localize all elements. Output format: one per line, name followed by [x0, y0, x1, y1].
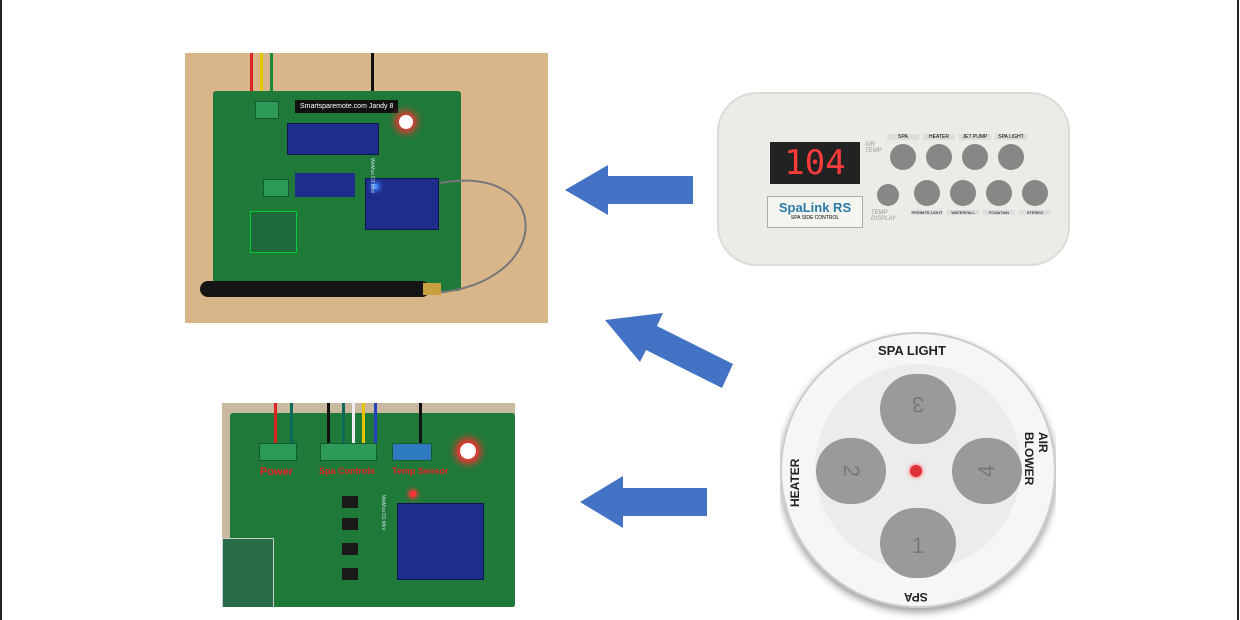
optocoupler	[342, 543, 358, 555]
top-board-photo: Smartsparemote.com Jandy 8 WeMos D1 Mini	[185, 53, 548, 323]
brand-subtitle: SPA SIDE CONTROL	[790, 215, 840, 221]
temp-display-label: TEMP DISPLAY	[871, 210, 896, 222]
arrow-left-icon	[580, 476, 707, 528]
round-remote-photo: SPA LIGHT AIR BLOWER SPA HEATER 3 4 1 2	[780, 332, 1056, 620]
optocoupler	[342, 568, 358, 580]
waterfall-button-group: WATERFALL	[947, 180, 979, 215]
button-4[interactable]: 4	[952, 438, 1022, 504]
button-3[interactable]: 3	[880, 374, 956, 444]
terminal-block	[263, 179, 289, 197]
heater-button-group: HEATER	[923, 134, 955, 174]
spa-light-button-group: SPA LIGHT	[995, 134, 1027, 174]
relay-module	[295, 173, 355, 197]
temp-sensor-terminal	[392, 443, 432, 461]
button-label: WATERFALL	[947, 210, 979, 215]
heater-button[interactable]	[926, 144, 952, 170]
wire	[371, 53, 374, 98]
temp-sensor-label: Temp Sensor	[392, 466, 449, 476]
button-number: 1	[911, 533, 925, 558]
perimeter-light-button[interactable]	[914, 180, 940, 206]
bottom-board-photo: Power Spa Controls Temp Sensor WeMos D1 …	[222, 403, 515, 607]
stereo-button[interactable]	[1022, 180, 1048, 206]
fountain-button-group: FOUNTAIN	[983, 180, 1015, 215]
wire	[260, 53, 263, 98]
spa-light-button[interactable]	[998, 144, 1024, 170]
arrow-diagonal-icon	[605, 313, 733, 388]
remote-led	[910, 465, 922, 477]
fountain-button[interactable]	[986, 180, 1012, 206]
power-label: Power	[260, 466, 294, 478]
jet-pump-button[interactable]	[962, 144, 988, 170]
wire	[274, 403, 277, 443]
antenna	[200, 179, 527, 297]
wire	[419, 403, 422, 443]
spa-label: SPA	[904, 590, 928, 604]
waterfall-button[interactable]	[950, 180, 976, 206]
arduino-nano	[287, 123, 379, 155]
wire	[290, 403, 293, 443]
button-label: SPA	[887, 134, 919, 140]
spa-light-label: SPA LIGHT	[878, 343, 946, 358]
button-label: HEATER	[923, 134, 955, 140]
wire	[270, 53, 273, 98]
button-label: STEREO	[1019, 210, 1051, 215]
wire	[250, 53, 253, 98]
spa-button-group: SPA	[887, 134, 919, 174]
spa-controls-label: Spa Controls	[319, 466, 376, 476]
status-led	[399, 115, 413, 129]
brand-box: SpaLink RS SPA SIDE CONTROL	[767, 196, 863, 228]
wire	[342, 403, 345, 443]
spa-button[interactable]	[890, 144, 916, 170]
stereo-button-group: STEREO	[1019, 180, 1051, 215]
button-2[interactable]: 2	[816, 438, 886, 504]
board-label: Smartsparemote.com Jandy 8	[295, 100, 399, 113]
board-silk: WeMos D1 Mini	[369, 158, 375, 194]
button-label: PERIMTR LIGHT	[911, 210, 943, 215]
spalink-panel-photo: 104 AIR TEMP TEMP DISPLAY SpaLink RS SPA…	[717, 92, 1070, 266]
wire	[327, 403, 330, 443]
power-terminal	[259, 443, 297, 461]
bottom-button-row: PERIMTR LIGHT WATERFALL FOUNTAIN STEREO	[911, 180, 1051, 215]
button-label: FOUNTAIN	[983, 210, 1015, 215]
button-number: 2	[839, 464, 864, 478]
arrow-left-icon	[565, 165, 693, 215]
left-border	[0, 0, 2, 620]
air-temp-label: AIR TEMP	[865, 142, 882, 154]
optocoupler	[342, 518, 358, 530]
button-1[interactable]: 1	[880, 508, 956, 578]
radio-module	[365, 178, 439, 230]
wire	[374, 403, 377, 443]
led-display: 104	[770, 142, 860, 184]
temp-display-button[interactable]	[877, 184, 899, 206]
wire	[352, 403, 355, 443]
power-module	[250, 211, 297, 253]
buck-converter	[222, 538, 274, 607]
button-label: JET PUMP	[959, 134, 991, 140]
button-number: 3	[911, 392, 925, 417]
heater-label: HEATER	[788, 458, 802, 507]
air-blower-label: AIR BLOWER	[1022, 432, 1050, 486]
perimeter-light-button-group: PERIMTR LIGHT	[911, 180, 943, 215]
top-button-row: SPA HEATER JET PUMP SPA LIGHT	[887, 134, 1027, 174]
wire	[362, 403, 365, 443]
button-label: SPA LIGHT	[995, 134, 1027, 140]
board-silk: WeMos D1 Mini	[380, 495, 386, 531]
jet-pump-button-group: JET PUMP	[959, 134, 991, 174]
red-led	[410, 491, 416, 497]
blue-led	[373, 184, 378, 189]
right-border	[1237, 0, 1239, 620]
spa-controls-terminal	[320, 443, 377, 461]
wemos-module	[397, 503, 484, 580]
brand-name: SpaLink RS	[778, 200, 852, 215]
button-number: 4	[974, 464, 999, 478]
optocoupler	[342, 496, 358, 508]
status-led	[460, 443, 476, 459]
terminal-block	[255, 101, 279, 119]
